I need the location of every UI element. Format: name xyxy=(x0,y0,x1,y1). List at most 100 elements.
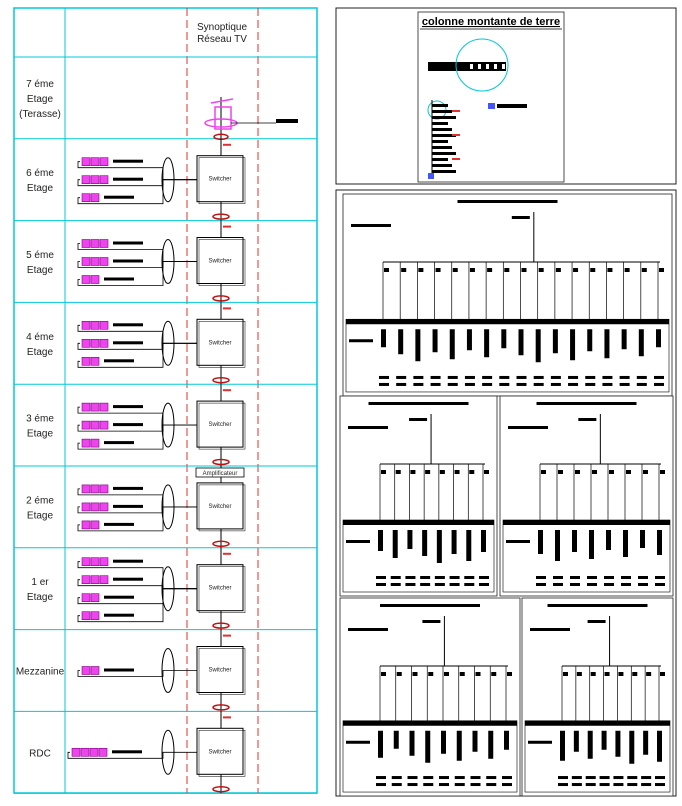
earth-legend-symbol xyxy=(488,103,495,109)
breaker-icon xyxy=(659,268,664,272)
circuit-section xyxy=(655,583,665,586)
breaker-icon xyxy=(575,470,580,474)
socket-cable xyxy=(77,506,197,532)
circuit-description xyxy=(381,329,386,348)
earth-conductor xyxy=(432,152,456,155)
breaker-icon xyxy=(624,268,630,272)
breaker-icon xyxy=(604,672,610,676)
socket-caption xyxy=(113,486,143,490)
circuit-rating xyxy=(391,776,402,780)
socket-cable xyxy=(77,261,197,286)
circuit-description xyxy=(451,530,457,554)
circuit-rating xyxy=(405,576,416,579)
socket-caption xyxy=(113,504,143,508)
circuit-rating xyxy=(434,576,445,579)
circuit-rating xyxy=(636,375,647,379)
circuit-rating xyxy=(585,776,596,780)
circuit-description xyxy=(398,329,404,355)
socket-caption xyxy=(104,522,134,526)
socket-caption xyxy=(113,241,143,245)
socket-caption xyxy=(104,359,134,363)
breaker-icon xyxy=(401,268,407,272)
floor-label: Etage xyxy=(27,94,54,105)
tv-socket-icon xyxy=(81,157,91,166)
main-breaker-caption xyxy=(422,620,441,623)
circuit-section xyxy=(447,382,458,386)
switcher-label: Switcher xyxy=(208,504,231,510)
breaker-icon xyxy=(563,672,568,676)
circuit-section xyxy=(449,583,460,586)
breaker-icon xyxy=(541,470,546,474)
tv-socket-icon xyxy=(81,193,91,202)
tv-socket-icon xyxy=(90,193,100,202)
tv-socket-icon xyxy=(90,175,100,184)
breaker-icon xyxy=(660,470,665,474)
switcher-shadow xyxy=(198,239,246,286)
tv-socket-icon xyxy=(99,320,109,330)
circuit-rating xyxy=(464,375,475,379)
tv-socket-icon xyxy=(90,239,100,248)
circuit-section xyxy=(571,783,582,787)
circuit-description xyxy=(552,329,558,354)
circuit-description xyxy=(606,530,611,550)
circuit-section xyxy=(439,783,449,787)
switcher-box xyxy=(196,400,244,448)
tv-socket-icon xyxy=(81,593,91,603)
table-header-row xyxy=(525,720,670,726)
tv-socket-icon xyxy=(81,502,91,512)
circuit-description xyxy=(640,530,645,548)
socket-caption xyxy=(104,595,134,599)
switcher-shadow xyxy=(198,648,246,695)
tv-socket-icon xyxy=(90,420,100,430)
floor-label: 7 éme xyxy=(26,79,54,90)
breaker-icon xyxy=(504,268,510,272)
circuit-rating xyxy=(502,776,512,780)
earth-conductor xyxy=(432,122,448,125)
breaker-icon xyxy=(381,470,386,474)
circuit-description xyxy=(572,530,577,552)
circuit-description xyxy=(436,530,442,563)
circuit-description xyxy=(415,329,421,362)
breaker-icon xyxy=(660,672,665,676)
table-header-row xyxy=(503,520,670,525)
circuit-section xyxy=(568,382,579,386)
circuit-description xyxy=(407,530,413,549)
breaker-icon xyxy=(491,672,497,676)
circuit-section xyxy=(638,583,648,586)
tv-socket-icon xyxy=(81,175,91,184)
circuit-description xyxy=(535,329,541,363)
board-caption xyxy=(530,628,570,631)
distribution-board-3 xyxy=(499,395,674,597)
tv-socket-icon xyxy=(90,275,100,284)
earth-marker xyxy=(452,110,460,112)
circuit-section xyxy=(502,783,512,787)
breaker-icon xyxy=(592,470,597,474)
circuit-section xyxy=(430,382,441,386)
tv-socket-icon xyxy=(99,557,109,567)
circuit-rating xyxy=(571,776,582,780)
circuit-rating xyxy=(585,375,596,379)
breaker-icon xyxy=(381,672,386,676)
cable-gland xyxy=(212,295,230,302)
circuit-section xyxy=(479,583,489,586)
circuit-section xyxy=(587,583,597,586)
board-caption xyxy=(508,426,548,429)
circuit-section xyxy=(619,382,630,386)
switcher-shadow xyxy=(198,566,246,613)
socket-caption xyxy=(113,559,143,563)
floor-label: 5 éme xyxy=(26,250,54,261)
circuit-description xyxy=(441,730,446,754)
circuit-description xyxy=(422,530,428,556)
circuit-description xyxy=(589,530,594,559)
switcher-box xyxy=(196,155,244,203)
busbar-terminal xyxy=(486,64,489,69)
antenna-element xyxy=(210,98,234,104)
circuit-section xyxy=(470,783,481,787)
circuit-description xyxy=(623,530,628,557)
circuit-description xyxy=(621,329,627,350)
circuit-rating xyxy=(533,375,544,379)
circuit-rating xyxy=(553,576,563,579)
circuit-description xyxy=(604,329,610,359)
